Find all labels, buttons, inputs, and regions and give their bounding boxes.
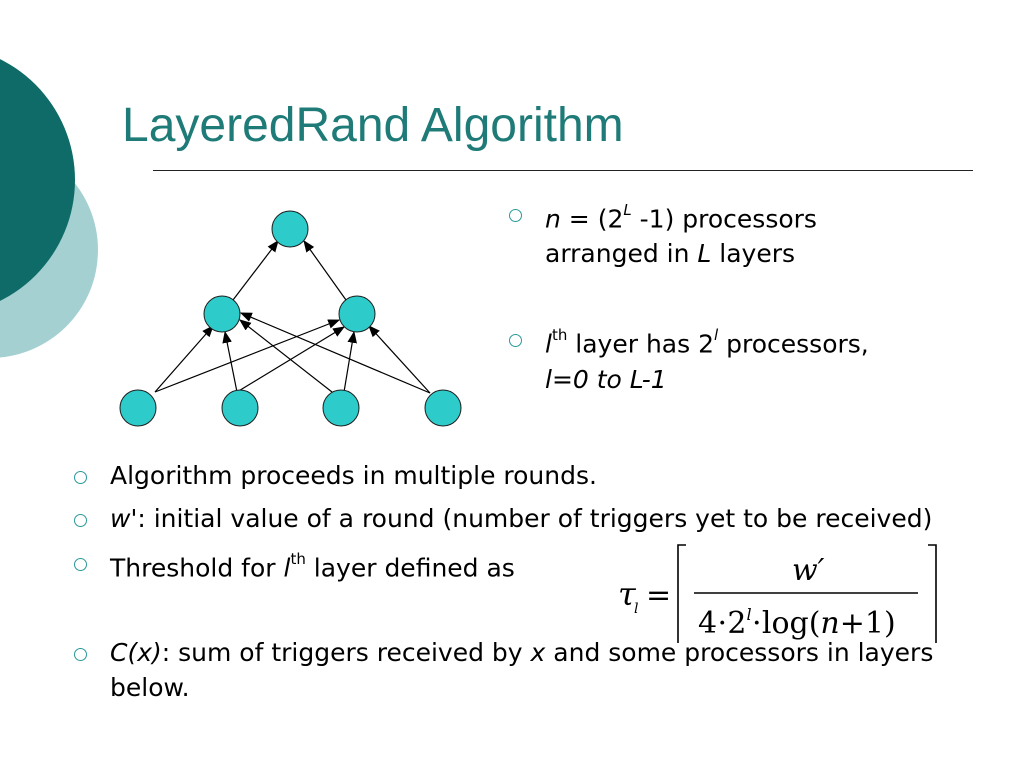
text: : sum of triggers received by: [161, 638, 531, 668]
bullet-marker: [74, 514, 87, 527]
ceil-left: [677, 544, 686, 643]
edge: [232, 240, 279, 301]
ceil-right: [928, 544, 937, 643]
node-bottom-2: [221, 389, 259, 427]
text: layer has 2: [567, 329, 714, 359]
node-mid-1: [203, 295, 241, 333]
right-bullet-list: n = (2L -1) processors arranged in L lay…: [505, 196, 985, 397]
edge: [154, 319, 341, 393]
bullet-marker: [509, 209, 522, 222]
text: = (2: [560, 204, 624, 234]
edge: [239, 319, 333, 393]
bullet-marker: [74, 648, 87, 662]
edge: [154, 325, 214, 393]
formula-numerator: w′: [792, 553, 825, 588]
title-divider: [153, 170, 973, 171]
text: Threshold for: [110, 553, 284, 583]
text: -1) processors: [631, 204, 817, 234]
formula-tau-sub: l: [634, 601, 638, 617]
bullet-initial-value: w': initial value of a round (number of …: [70, 501, 970, 536]
var-L-sup: L: [623, 201, 632, 219]
bullet-threshold: Threshold for lth layer defined as: [70, 545, 970, 585]
threshold-formula: τ l = w′ 4⋅2l⋅log(n+1): [618, 544, 937, 643]
node-bottom-4: [424, 389, 462, 427]
bullet-layer-size: lth layer has 2l processors, l=0 to L-1: [505, 321, 985, 396]
text: Algorithm proceeds in multiple rounds.: [110, 461, 597, 490]
bullet-marker: [74, 558, 87, 571]
bullet-marker: [509, 334, 522, 348]
var-l: l: [283, 553, 291, 583]
bottom-bullet-list: Algorithm proceeds in multiple rounds. w…: [70, 458, 970, 705]
sup-th: th: [551, 326, 568, 345]
bullet-processors: n = (2L -1) processors arranged in L lay…: [505, 196, 985, 271]
dark-teal-circle: [0, 59, 75, 301]
text: layers: [711, 239, 796, 269]
layered-tree-diagram: [119, 210, 462, 427]
node-top: [271, 210, 309, 248]
edge: [303, 240, 347, 301]
sup-th: th: [290, 550, 306, 568]
slide-title: LayeredRand Algorithm: [122, 99, 624, 152]
var-w-prime: w': [110, 504, 138, 533]
node-mid-2: [338, 295, 376, 333]
layer-range: l=0 to L-1: [545, 364, 667, 394]
decorative-circles: [0, 59, 98, 358]
formula-denominator: 4⋅2l⋅log(n+1): [698, 605, 896, 641]
var-l: l: [545, 329, 552, 359]
edge: [368, 325, 431, 394]
var-cx: C(x): [110, 638, 162, 668]
edge: [239, 312, 431, 394]
formula-tau: τ: [618, 575, 637, 613]
var-n: n: [545, 204, 561, 234]
bullet-rounds: Algorithm proceeds in multiple rounds.: [70, 458, 970, 493]
text: processors,: [718, 329, 869, 359]
edge: [343, 330, 357, 393]
node-bottom-3: [322, 389, 360, 427]
var-L: L: [697, 239, 712, 269]
node-bottom-1: [119, 389, 157, 427]
text: and some processors in layers below.: [110, 638, 934, 703]
var-l-sup: l: [714, 326, 719, 345]
formula-equals: =: [646, 578, 671, 613]
bullet-cx: C(x): sum of triggers received by x and …: [70, 635, 970, 705]
text: arranged in: [545, 239, 698, 269]
text: layer defined as: [305, 553, 515, 583]
var-x: x: [530, 638, 546, 668]
bullet-marker: [74, 471, 87, 484]
edge: [222, 330, 238, 393]
text: : initial value of a round (number of tr…: [137, 504, 933, 533]
